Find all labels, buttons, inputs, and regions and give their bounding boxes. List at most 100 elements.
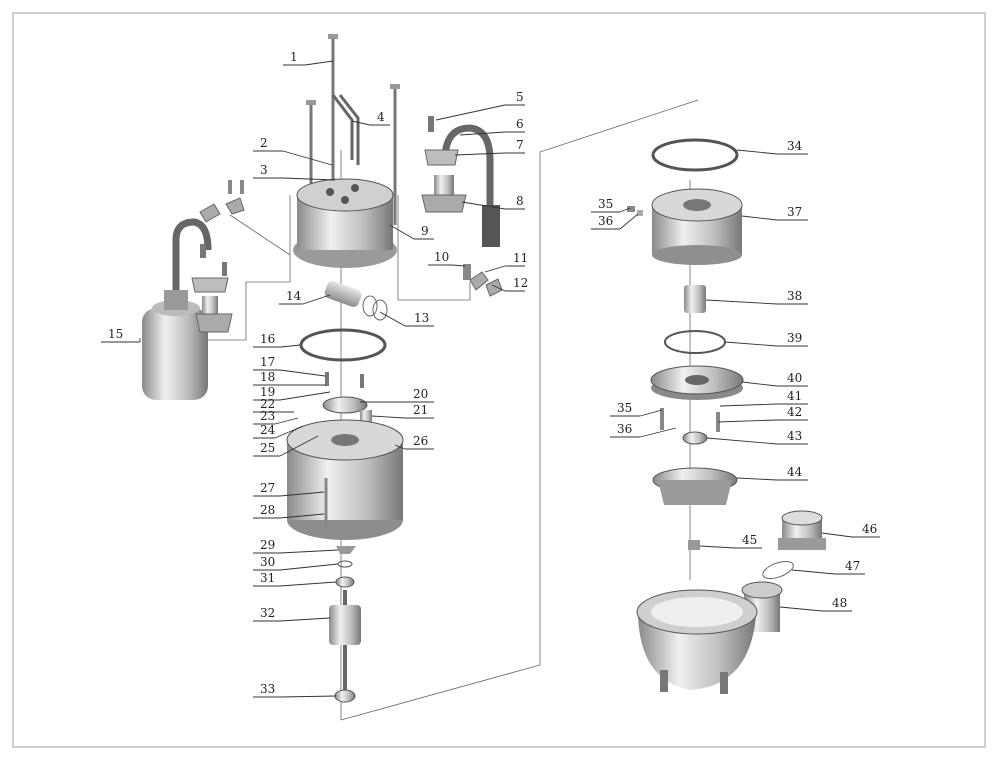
motor-cover xyxy=(293,178,397,268)
bearing-housing xyxy=(651,188,743,265)
callout-number: 8 xyxy=(516,194,524,208)
callout-47: 45 xyxy=(699,533,762,549)
leader-line xyxy=(274,425,304,439)
callout-number: 25 xyxy=(260,441,275,455)
callout-24: 24 xyxy=(253,423,304,439)
callout-number: 21 xyxy=(413,403,428,417)
callout-number: 23 xyxy=(260,409,275,423)
mechanical-seal xyxy=(684,285,706,313)
leader-line xyxy=(451,264,466,267)
long-bolt xyxy=(328,34,338,180)
leader-line xyxy=(454,152,506,156)
callout-number: 5 xyxy=(516,90,524,104)
seal-plate xyxy=(322,396,368,414)
callout-2: 2 xyxy=(253,136,333,166)
leader-line xyxy=(491,284,506,292)
callout-49: 47 xyxy=(791,559,865,575)
callout-21: 21 xyxy=(371,403,434,419)
callout-22: 22 xyxy=(253,397,294,413)
callout-number: 33 xyxy=(260,682,275,696)
callout-number: 12 xyxy=(513,276,528,290)
callout-number: 31 xyxy=(260,571,275,585)
snap-ring xyxy=(362,295,378,317)
callout-number: 47 xyxy=(845,559,860,573)
leader-line xyxy=(619,213,639,230)
callout-29: 29 xyxy=(253,538,339,554)
callout-15: 15 xyxy=(101,327,141,343)
callout-number: 34 xyxy=(787,139,803,153)
callout-number: 32 xyxy=(260,606,275,620)
long-bolt xyxy=(390,84,400,225)
callout-38: 38 xyxy=(705,289,808,305)
small-screw xyxy=(325,372,329,386)
leader-line xyxy=(461,201,506,210)
callout-25: 25 xyxy=(253,435,319,457)
leader-line xyxy=(279,617,331,622)
leader-line xyxy=(619,207,631,213)
leader-line xyxy=(484,265,506,273)
callout-number: 3 xyxy=(260,163,268,177)
leader-line xyxy=(736,477,778,481)
leader-line xyxy=(779,606,823,612)
float-switch xyxy=(142,218,233,400)
small-screw xyxy=(360,374,364,388)
callout-8: 8 xyxy=(461,194,525,210)
callout-10: 10 xyxy=(428,250,466,267)
callout-48: 46 xyxy=(821,522,880,538)
callout-45: 43 xyxy=(706,429,808,445)
callout-33: 33 xyxy=(253,682,337,698)
callout-18: 18 xyxy=(253,370,326,386)
callout-23: 23 xyxy=(253,409,299,425)
callout-number: 18 xyxy=(260,370,275,384)
callout-number: 35 xyxy=(617,401,632,415)
terminal-clips xyxy=(199,180,245,223)
leader-line xyxy=(821,532,853,538)
callout-16: 16 xyxy=(253,332,301,348)
leader-line xyxy=(736,149,778,155)
leader-line xyxy=(279,369,326,377)
leader-line xyxy=(741,381,778,387)
callout-number: 20 xyxy=(413,387,428,401)
large-o-ring xyxy=(651,138,739,172)
callout-26: 26 xyxy=(394,434,434,450)
callout-number: 19 xyxy=(260,385,275,399)
callout-number: 4 xyxy=(377,110,385,124)
leader-line xyxy=(279,491,325,497)
callout-7: 7 xyxy=(454,138,525,156)
callout-number: 39 xyxy=(787,331,802,345)
callout-31: 31 xyxy=(253,571,337,587)
leader-line xyxy=(389,224,415,240)
callout-44: 36 xyxy=(610,422,677,438)
leader-line xyxy=(371,415,406,419)
discharge-gasket xyxy=(762,560,794,580)
leader-line xyxy=(304,60,334,66)
callout-37: 37 xyxy=(741,205,808,221)
leader-line xyxy=(279,513,325,519)
leader-line xyxy=(279,435,319,457)
motor-housing xyxy=(286,419,404,540)
callout-number: 29 xyxy=(260,538,275,552)
callout-number: 27 xyxy=(260,481,275,495)
housing-screw xyxy=(627,206,643,216)
callout-28: 28 xyxy=(253,503,325,519)
leader-line xyxy=(280,344,301,348)
leader-line xyxy=(639,409,663,417)
callout-32: 32 xyxy=(253,606,331,622)
callout-number: 45 xyxy=(742,533,757,547)
callout-number: 42 xyxy=(787,405,802,419)
shaft-seal xyxy=(682,431,708,445)
leader-line xyxy=(717,419,778,423)
callout-17: 17 xyxy=(253,355,326,377)
leader-line xyxy=(274,417,299,425)
callout-30: 30 xyxy=(253,555,339,571)
leader-line xyxy=(706,437,778,445)
callout-number: 43 xyxy=(787,429,802,443)
callout-number: 36 xyxy=(598,214,613,228)
callout-number: 44 xyxy=(787,465,803,479)
leader-line xyxy=(719,403,778,407)
leader-line xyxy=(282,177,336,181)
callout-number: 41 xyxy=(787,389,802,403)
callout-5: 5 xyxy=(435,90,525,121)
upper-bearing xyxy=(335,576,355,588)
callout-number: 30 xyxy=(260,555,275,569)
